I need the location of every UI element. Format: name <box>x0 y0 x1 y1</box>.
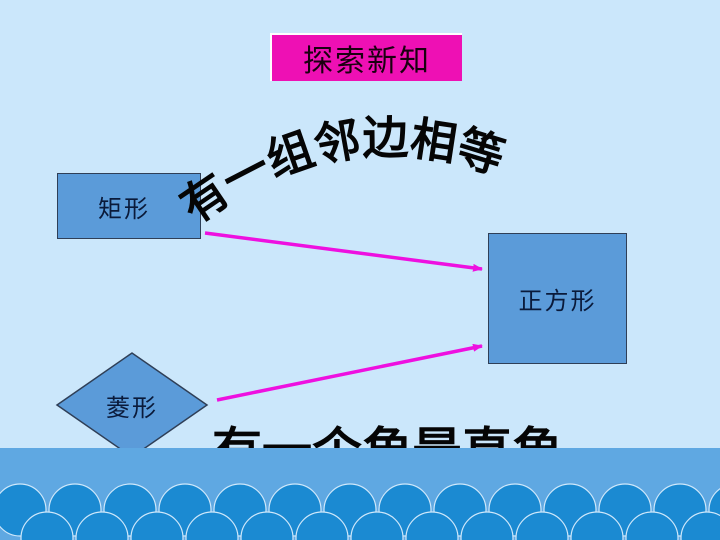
square-label: 正方形 <box>518 287 597 315</box>
wave-scallop <box>350 511 404 540</box>
rhombus-label: 菱形 <box>106 393 158 422</box>
wave-scallop <box>625 511 679 540</box>
wave-scallop <box>515 511 569 540</box>
wave-scallop <box>240 511 294 540</box>
title-banner: 探索新知 <box>270 33 462 81</box>
rectangle-node <box>57 173 201 239</box>
wave-border <box>0 448 720 540</box>
wave-scallop <box>185 511 239 540</box>
wave-scallop <box>405 511 459 540</box>
arrow-rectangle-to-square <box>204 231 483 272</box>
wave-scallop <box>680 511 720 540</box>
rectangle-label: 矩形 <box>98 194 150 223</box>
arrow-rhombus-to-square <box>216 343 483 402</box>
wave-scallop <box>295 511 349 540</box>
page-title: 探索新知 <box>303 44 431 79</box>
square-node <box>488 233 627 364</box>
wave-scallop <box>130 511 184 540</box>
wave-scallop <box>570 511 624 540</box>
rhombus-node <box>55 352 209 458</box>
wave-scallop <box>75 511 129 540</box>
wave-scallop <box>460 511 514 540</box>
wave-row-lower <box>20 511 720 540</box>
wave-scallop <box>20 511 74 540</box>
condition-adjacent-sides-equal: 有一组邻边相等 <box>171 110 511 233</box>
